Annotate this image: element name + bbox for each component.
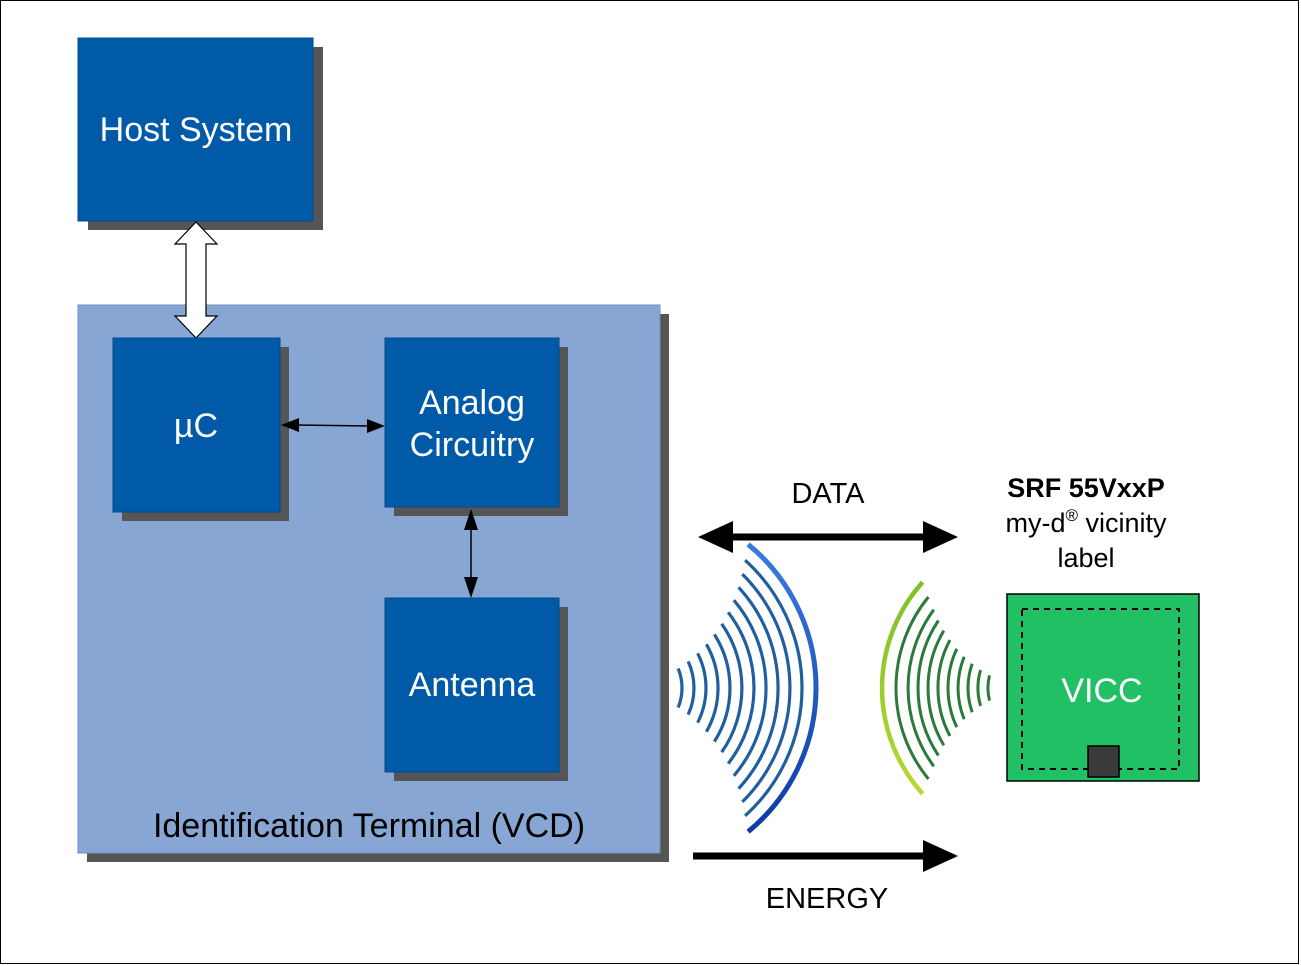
antenna-block: Antenna [384, 597, 568, 781]
host-uc-double-arrow [173, 221, 219, 339]
analog-label-line2: Circuitry [410, 426, 535, 464]
energy-label: ENERGY [766, 883, 888, 915]
host-label: Host System [100, 111, 293, 149]
analog-antenna-arrow [464, 509, 478, 598]
reader-wave-arc [746, 542, 819, 834]
reader-wave-arc [744, 559, 804, 817]
tag-wave-arc [906, 608, 936, 768]
tag-wave-arc [946, 648, 959, 728]
analog-label-line1: Analog [419, 384, 525, 422]
tag-wave-arc [936, 639, 952, 737]
reader-wave-arc [726, 611, 756, 765]
tag-wave-arc [976, 669, 983, 707]
reader-wave-arc [737, 586, 780, 790]
reader-wave-arc [720, 622, 744, 754]
tag-wave-arc [879, 580, 925, 796]
vicc-label-card: VICC [1006, 593, 1200, 782]
analog-circuitry-block: Analog Circuitry [384, 337, 568, 516]
tag-wave-arcs [879, 580, 991, 796]
uc-analog-arrow [281, 418, 385, 433]
label-type: label [1057, 543, 1114, 573]
antenna-box [384, 597, 560, 773]
vicc-chip [1087, 745, 1120, 778]
microcontroller-block: µC [112, 337, 289, 521]
reader-wave-arc [741, 572, 792, 804]
reader-wave-arc [732, 599, 768, 777]
tag-wave-arc [966, 663, 974, 713]
vicc-antenna-coil [1021, 608, 1180, 770]
data-arrow: DATA [698, 478, 958, 553]
reader-wave-arc [696, 652, 708, 724]
antenna-label: Antenna [409, 666, 536, 704]
energy-arrow: ENERGY [693, 840, 958, 915]
reader-wave-arc [705, 643, 720, 733]
reader-wave-arc [713, 633, 732, 743]
uc-label: µC [174, 407, 218, 445]
vicc-text: VICC [1061, 672, 1142, 710]
tag-wave-arc [916, 619, 940, 757]
label-part-number: SRF 55VxxP [1007, 473, 1165, 503]
tag-wave-arc [894, 596, 930, 780]
data-label: DATA [791, 478, 865, 510]
reader-wave-arc [676, 667, 684, 709]
reader-wave-arc [686, 660, 696, 716]
terminal-label: Identification Terminal (VCD) [153, 807, 585, 845]
uc-box [112, 337, 281, 513]
label-product-name: my-d® vicinity [1005, 506, 1167, 538]
label-caption: SRF 55VxxP my-d® vicinity label [1005, 473, 1167, 573]
tag-wave-arc [926, 629, 946, 747]
host-system-block: Host System [77, 37, 323, 230]
reader-wave-arcs [676, 542, 819, 834]
tag-wave-arc [956, 656, 966, 720]
tag-wave-arc [986, 675, 991, 701]
analog-box [384, 337, 560, 508]
host-box [77, 37, 314, 222]
